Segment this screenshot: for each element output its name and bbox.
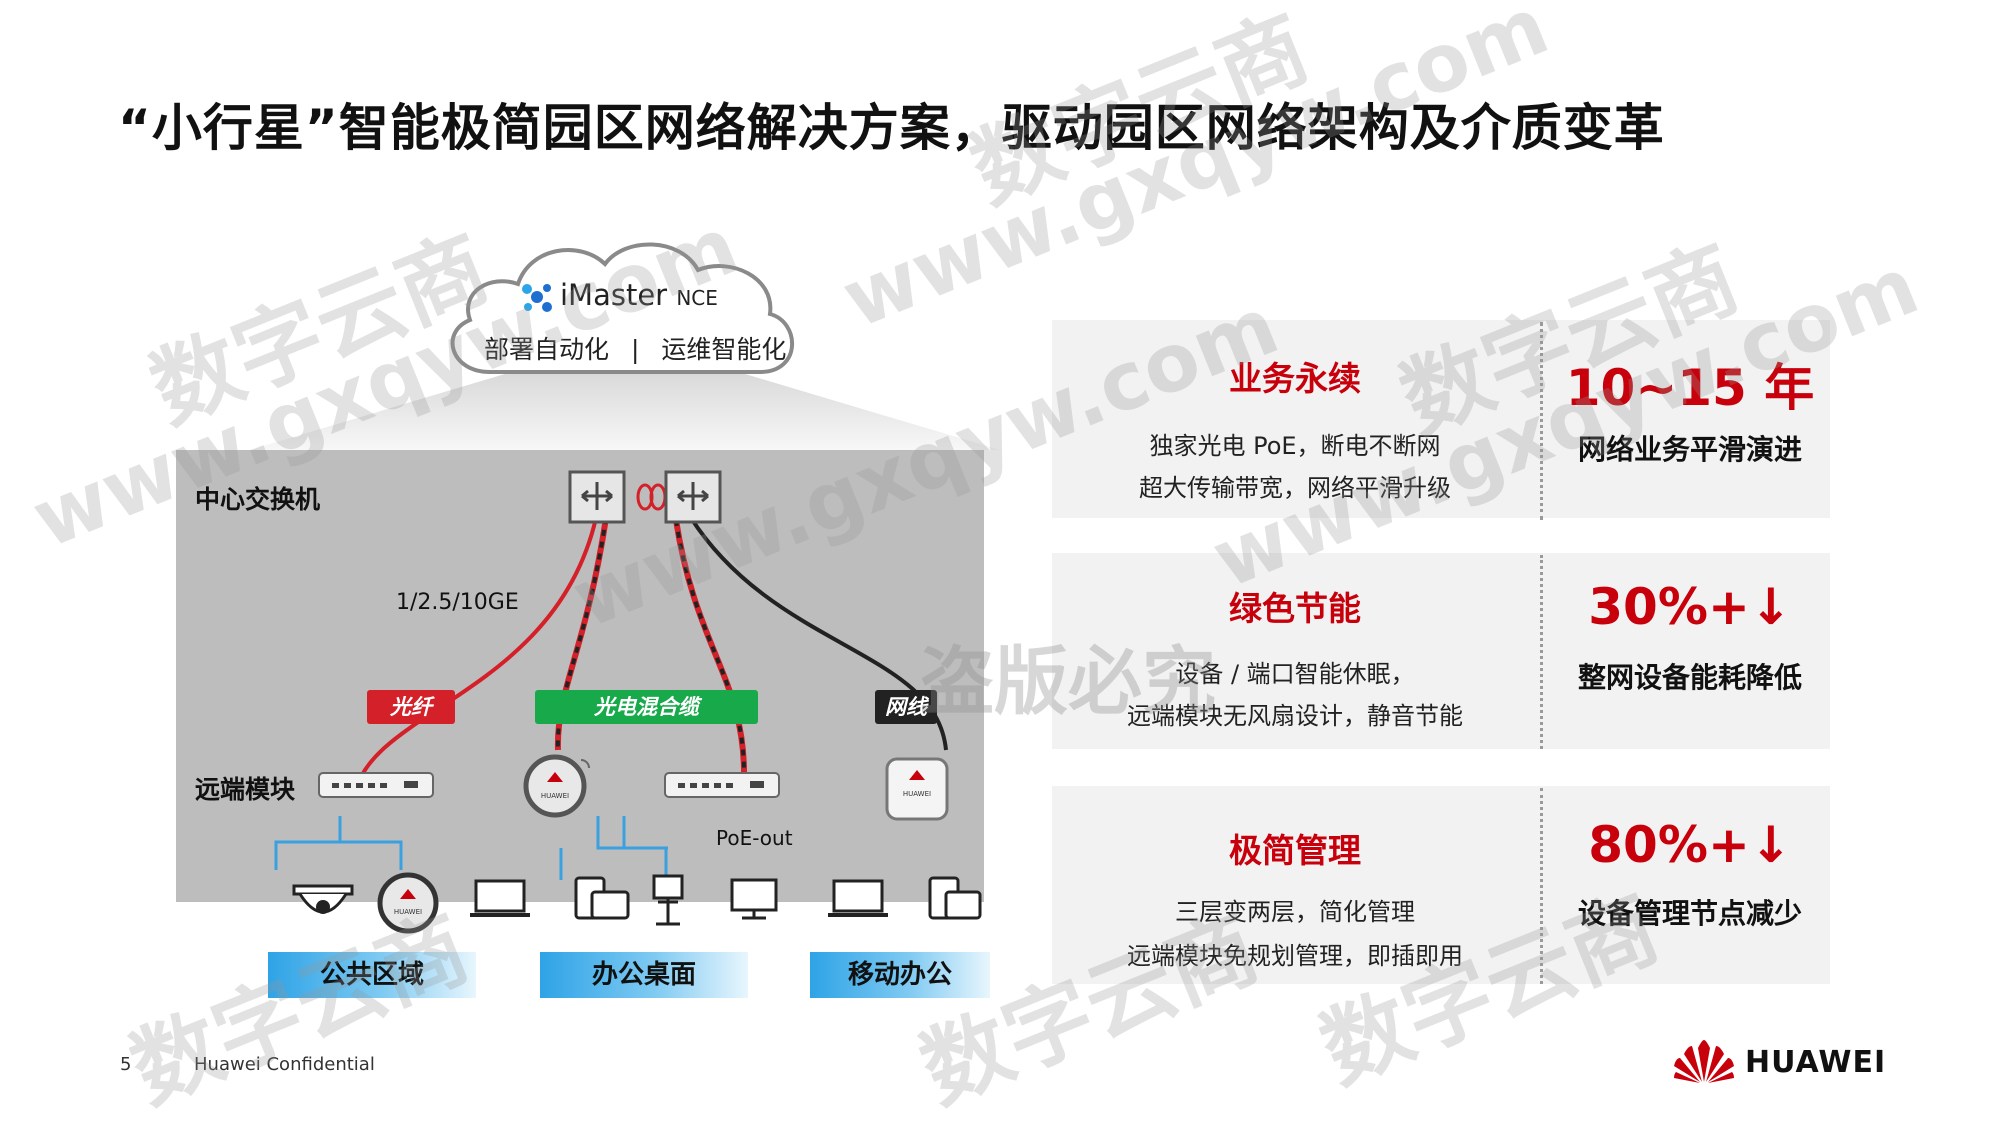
card-divider-2 <box>1540 555 1543 749</box>
feature-line: 独家光电 PoE，断电不断网 <box>1149 432 1441 460</box>
confidential-label: Huawei Confidential <box>194 1054 375 1075</box>
zone-public: 公共区域 <box>268 952 476 998</box>
feature-line: 远端模块免规划管理，即插即用 <box>1127 942 1463 970</box>
feature-line: 三层变两层，简化管理 <box>1175 898 1415 926</box>
core-switch-1-icon <box>568 470 626 524</box>
feature-stat-desc: 网络业务平滑演进 <box>1577 433 1802 466</box>
svg-text:HUAWEI: HUAWEI <box>394 908 422 916</box>
zone-desktop: 办公桌面 <box>540 952 748 998</box>
laptop-icon-1 <box>470 879 530 917</box>
feature-stat-value: 80%+↓ <box>1588 816 1792 874</box>
feature-title: 业务永续 <box>1229 359 1361 398</box>
desktop-monitor-icon <box>730 878 778 920</box>
tablet-icon-1 <box>574 876 630 920</box>
page-number: 5 <box>120 1054 132 1075</box>
public-ap-icon: HUAWEI <box>377 872 439 934</box>
wall-ap-icon: HUAWEI <box>885 757 949 821</box>
cloud-separator: | <box>630 335 640 364</box>
cloud-left-text: 部署自动化 <box>484 335 610 364</box>
feature-stat-value: 30%+↓ <box>1588 578 1792 636</box>
feature-stat-desc: 整网设备能耗降低 <box>1577 661 1802 694</box>
fiber-tag: 光纤 <box>367 690 455 724</box>
cloud-brand-main: iMaster <box>560 278 668 312</box>
card-divider-1 <box>1540 322 1543 520</box>
card-divider-3 <box>1540 788 1543 984</box>
page-title: “小行星”智能极简园区网络解决方案，驱动园区网络架构及介质变革 <box>118 99 1665 157</box>
network-diagram-panel <box>176 450 984 902</box>
poe-out-label: PoE-out <box>716 826 793 850</box>
tablet-icon-2 <box>928 876 982 920</box>
network-cable-tag: 网线 <box>875 690 937 724</box>
cloud-brand-sub: NCE <box>676 286 718 310</box>
svg-text:HUAWEI: HUAWEI <box>903 790 931 798</box>
cloud-subtitle: 部署自动化 | 运维智能化 <box>484 330 786 366</box>
cloud-right-text: 运维智能化 <box>661 335 787 364</box>
dome-camera-icon <box>292 884 354 914</box>
remote-module-label: 远端模块 <box>195 775 296 804</box>
feature-line: 设备 / 端口智能休眠， <box>1175 660 1415 688</box>
svg-text:HUAWEI: HUAWEI <box>541 792 569 800</box>
laptop-icon-2 <box>828 879 888 917</box>
core-switch-2-icon <box>664 470 722 524</box>
desk-phone-icon <box>652 874 684 926</box>
feature-line: 超大传输带宽，网络平滑升级 <box>1139 474 1451 502</box>
huawei-brand-text: HUAWEI <box>1745 1045 1887 1080</box>
remote-module-1-icon <box>318 772 434 798</box>
watermark-url: www.gxqyw.com <box>830 0 1561 347</box>
cloud-icon <box>450 242 794 374</box>
feature-line: 远端模块无风扇设计，静音节能 <box>1127 702 1463 730</box>
ceiling-ap-icon: HUAWEI <box>523 754 590 818</box>
feature-stat-value: 10~15 年 <box>1565 359 1815 417</box>
feature-title: 极简管理 <box>1229 831 1361 870</box>
feature-card-2 <box>1052 553 1830 749</box>
feature-card-3 <box>1052 786 1830 984</box>
feature-card-1 <box>1052 320 1830 518</box>
feature-stat-desc: 设备管理节点减少 <box>1577 897 1802 930</box>
imaster-logo-icon <box>522 284 552 312</box>
cloud-brand: iMaster NCE <box>560 278 718 312</box>
speed-label: 1/2.5/10GE <box>396 590 519 615</box>
feature-title: 绿色节能 <box>1229 589 1361 628</box>
hybrid-cable-tag: 光电混合缆 <box>535 690 758 724</box>
huawei-logo-icon <box>1674 1040 1734 1083</box>
core-switch-label: 中心交换机 <box>195 485 321 514</box>
zone-mobile: 移动办公 <box>810 952 990 998</box>
remote-module-2-icon <box>664 772 780 798</box>
